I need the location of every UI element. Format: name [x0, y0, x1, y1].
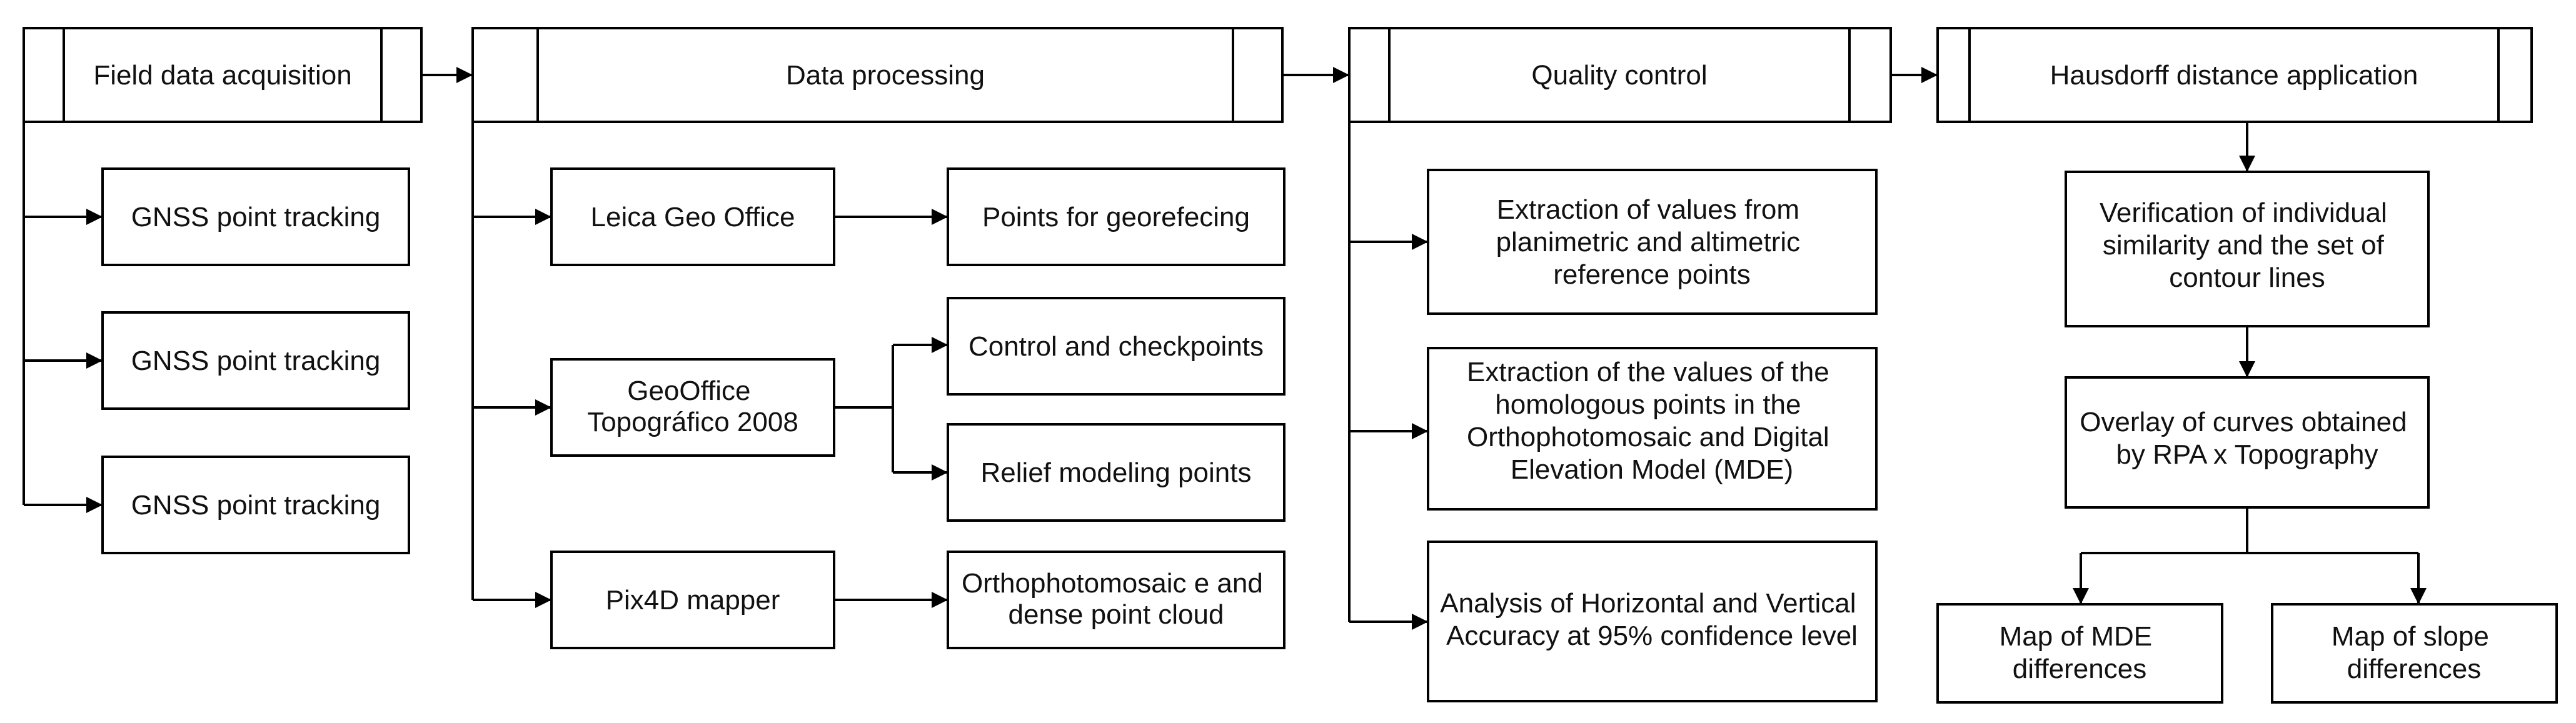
header-data-processing [471, 27, 1284, 123]
box-map-of-mde-differences [1936, 603, 2223, 704]
gnss-2-label: GNSS point tracking [131, 346, 381, 376]
map-mde-label: Map of MDE differences [2000, 621, 2160, 684]
box-map-of-slope-differences [2271, 603, 2558, 704]
geooffice-label: GeoOffice Topográfico 2008 [587, 376, 798, 437]
box-control-and-checkpoints [947, 297, 1285, 396]
box-extraction-homologous-points [1427, 347, 1878, 511]
box-gnss-3 [101, 456, 410, 554]
header-hausdorff-distance [1936, 27, 2533, 123]
ortho-label: Orthophotomosaic e and dense point cloud [962, 568, 1270, 630]
header-quality-label: Quality control [1531, 60, 1707, 91]
box-gnss-1 [101, 167, 410, 266]
box-leica-geo-office [550, 167, 835, 266]
box-extraction-reference-points [1427, 169, 1878, 315]
verification-label: Verification of individual similarity an… [2100, 197, 2395, 293]
box-relief-modeling-points [947, 423, 1285, 522]
box-overlay-of-curves [2065, 376, 2430, 509]
leica-label: Leica Geo Office [591, 202, 795, 232]
header-hausdorff-label: Hausdorff distance application [2050, 60, 2418, 91]
control-label: Control and checkpoints [969, 331, 1264, 362]
header-processing-label: Data processing [786, 60, 985, 91]
relief-label: Relief modeling points [981, 457, 1252, 488]
header-field-label: Field data acquisition [93, 60, 351, 91]
header-field-data-acquisition [23, 27, 423, 123]
gnss-3-label: GNSS point tracking [131, 490, 381, 521]
header-quality-control [1348, 27, 1892, 123]
extraction-ref-label: Extraction of values from planimetric an… [1496, 194, 1808, 290]
accuracy-label: Analysis of Horizontal and Vertical Accu… [1440, 588, 1863, 651]
gnss-1-label: GNSS point tracking [131, 202, 381, 232]
box-geooffice-topografico [550, 358, 835, 457]
map-slope-label: Map of slope differences [2332, 621, 2497, 684]
georef-label: Points for georefecing [982, 202, 1250, 232]
pix4d-label: Pix4D mapper [606, 585, 780, 616]
box-gnss-2 [101, 311, 410, 410]
box-verification-similarity [2065, 171, 2430, 327]
box-points-for-georefecing [947, 167, 1285, 266]
box-accuracy-analysis [1427, 541, 1878, 702]
overlay-label: Overlay of curves obtained by RPA x Topo… [2080, 407, 2415, 470]
box-orthophotomosaic [947, 551, 1285, 649]
extraction-homologous-label: Extraction of the values of the homologo… [1467, 357, 1837, 485]
